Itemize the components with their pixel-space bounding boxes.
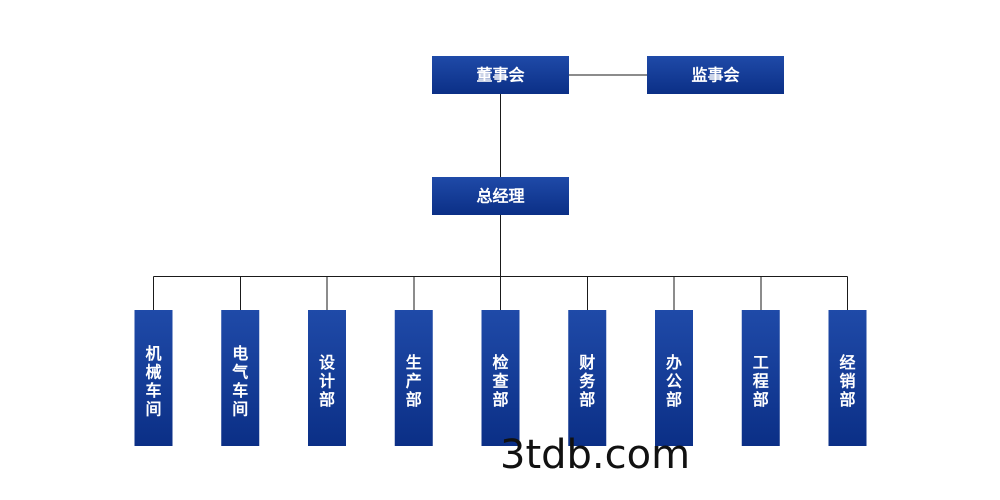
watermark-text: 3tdb.com [500, 432, 691, 478]
connectors [153, 74, 848, 310]
department-box [741, 310, 780, 446]
general-manager-node: 总经理 [432, 177, 569, 215]
department-drop-lines [153, 276, 848, 310]
supervisory-board-box [647, 56, 784, 94]
department-node: 机械车间 [134, 310, 173, 446]
department-label: 电气车间 [231, 344, 248, 419]
department-nodes: 机械车间 电气车间 设计部 生产部 检查部 财务部 办公部 工程部 经销部 [134, 310, 867, 446]
department-node: 经销部 [828, 310, 867, 446]
department-box [394, 310, 433, 446]
board-node: 董事会 [432, 56, 569, 94]
department-node: 工程部 [741, 310, 780, 446]
general-manager-box [432, 177, 569, 215]
department-label: 设计部 [319, 353, 336, 409]
department-label: 办公部 [666, 353, 682, 409]
department-node: 办公部 [655, 310, 693, 446]
department-box [828, 310, 867, 446]
department-box [568, 310, 607, 446]
supervisory-board-label: 监事会 [691, 66, 739, 85]
supervisory-board-node: 监事会 [647, 56, 784, 94]
department-node: 检查部 [481, 310, 520, 446]
general-manager-label: 总经理 [476, 187, 524, 206]
board-label: 董事会 [476, 66, 524, 85]
department-label: 工程部 [753, 353, 769, 409]
department-box [134, 310, 173, 446]
department-box [221, 310, 260, 446]
department-label: 财务部 [578, 353, 596, 409]
department-box [308, 310, 346, 446]
department-label: 经销部 [839, 353, 855, 409]
department-label: 生产部 [406, 353, 422, 409]
department-node: 生产部 [394, 310, 433, 446]
department-label: 检查部 [492, 353, 508, 409]
department-node: 财务部 [568, 310, 607, 446]
department-box [655, 310, 693, 446]
department-node: 设计部 [308, 310, 346, 446]
board-box [432, 56, 569, 94]
department-label: 机械车间 [145, 344, 161, 419]
department-node: 电气车间 [221, 310, 260, 446]
department-box [481, 310, 520, 446]
